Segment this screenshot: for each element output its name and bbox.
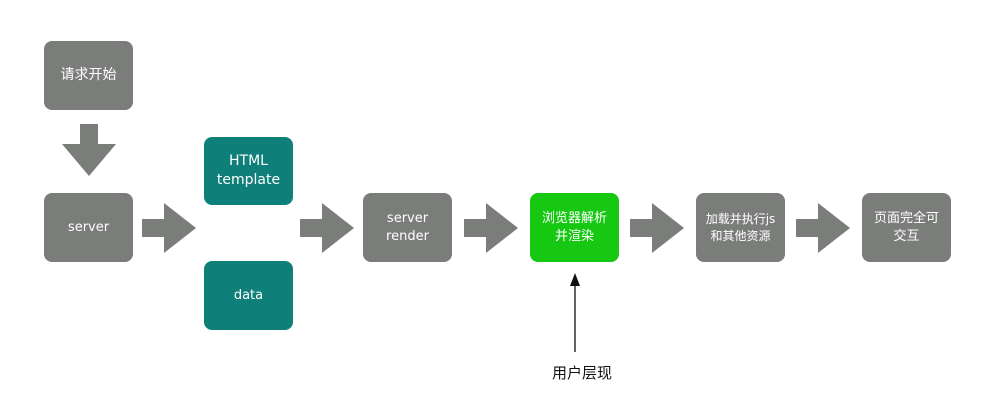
page-interactive-label: 页面完全可 交互 — [873, 210, 939, 244]
browser-parse-node: 浏览器解析 并渲染 — [530, 193, 619, 262]
user-perception-caption: 用户层现 — [551, 364, 612, 382]
data-node: data — [204, 261, 293, 330]
load-exec-js-node: 加载并执行js 和其他资源 — [696, 193, 785, 262]
arrow-right-icon — [142, 203, 196, 253]
browser-parse-label: 浏览器解析 并渲染 — [541, 210, 607, 244]
arrow-right-icon — [796, 203, 850, 253]
arrow-right-icon — [630, 203, 684, 253]
server-render-label: server render — [386, 210, 429, 244]
arrow-down-icon — [62, 124, 116, 176]
data-label: data — [233, 287, 264, 303]
arrow-right-icon — [300, 203, 354, 253]
arrow-right-icon — [464, 203, 518, 253]
server-label: server — [67, 219, 110, 235]
html-template-label: HTML template — [216, 153, 281, 188]
request-start-label: 请求开始 — [60, 67, 117, 84]
load-exec-js-label: 加载并执行js 和其他资源 — [705, 212, 776, 243]
pointer-arrowhead-icon — [570, 273, 580, 286]
server-render-node: server render — [363, 193, 452, 262]
request-start-node: 请求开始 — [44, 41, 133, 110]
html-template-node: HTML template — [204, 137, 293, 205]
server-node: server — [44, 193, 133, 262]
page-interactive-node: 页面完全可 交互 — [862, 193, 951, 262]
